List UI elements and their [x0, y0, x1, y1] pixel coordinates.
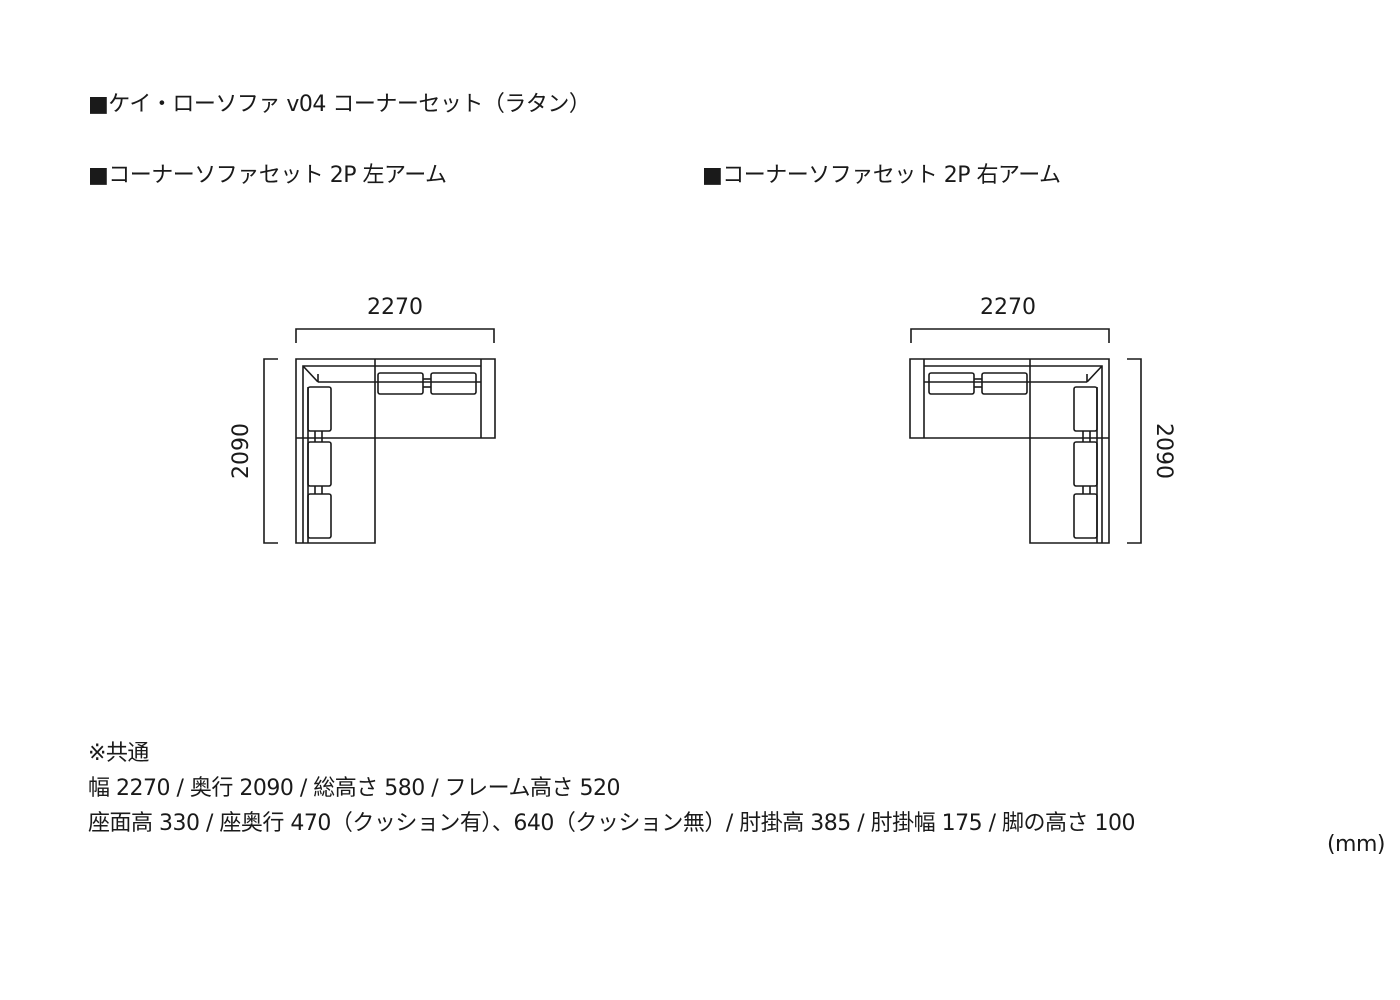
depth-dimension-label: 2090 — [1151, 423, 1176, 479]
depth-dimension-label: 2090 — [229, 423, 254, 479]
section-heading-right-arm: ■コーナーソファセット 2P 右アーム — [702, 163, 1061, 188]
width-dimension-label: 2270 — [367, 295, 423, 320]
notes-heading: ※共通 — [88, 741, 149, 766]
width-dimension-label: 2270 — [980, 295, 1036, 320]
page-title: ■ケイ・ローソファ v04 コーナーセット（ラタン） — [88, 92, 591, 117]
sofa-plan-right-arm — [909, 328, 1142, 544]
section-heading-left-arm: ■コーナーソファセット 2P 左アーム — [88, 163, 447, 188]
sofa-plan-left-arm — [263, 328, 496, 544]
notes-details-line: 座面高 330 / 座奥行 470（クッション有）、640（クッション無）/ 肘… — [88, 811, 1136, 836]
unit-label: (mm) — [1326, 832, 1386, 857]
notes-dimensions-line: 幅 2270 / 奥行 2090 / 総高さ 580 / フレーム高さ 520 — [88, 776, 620, 801]
depth-dimension-line — [263, 358, 278, 544]
depth-dimension-line — [1127, 358, 1142, 544]
